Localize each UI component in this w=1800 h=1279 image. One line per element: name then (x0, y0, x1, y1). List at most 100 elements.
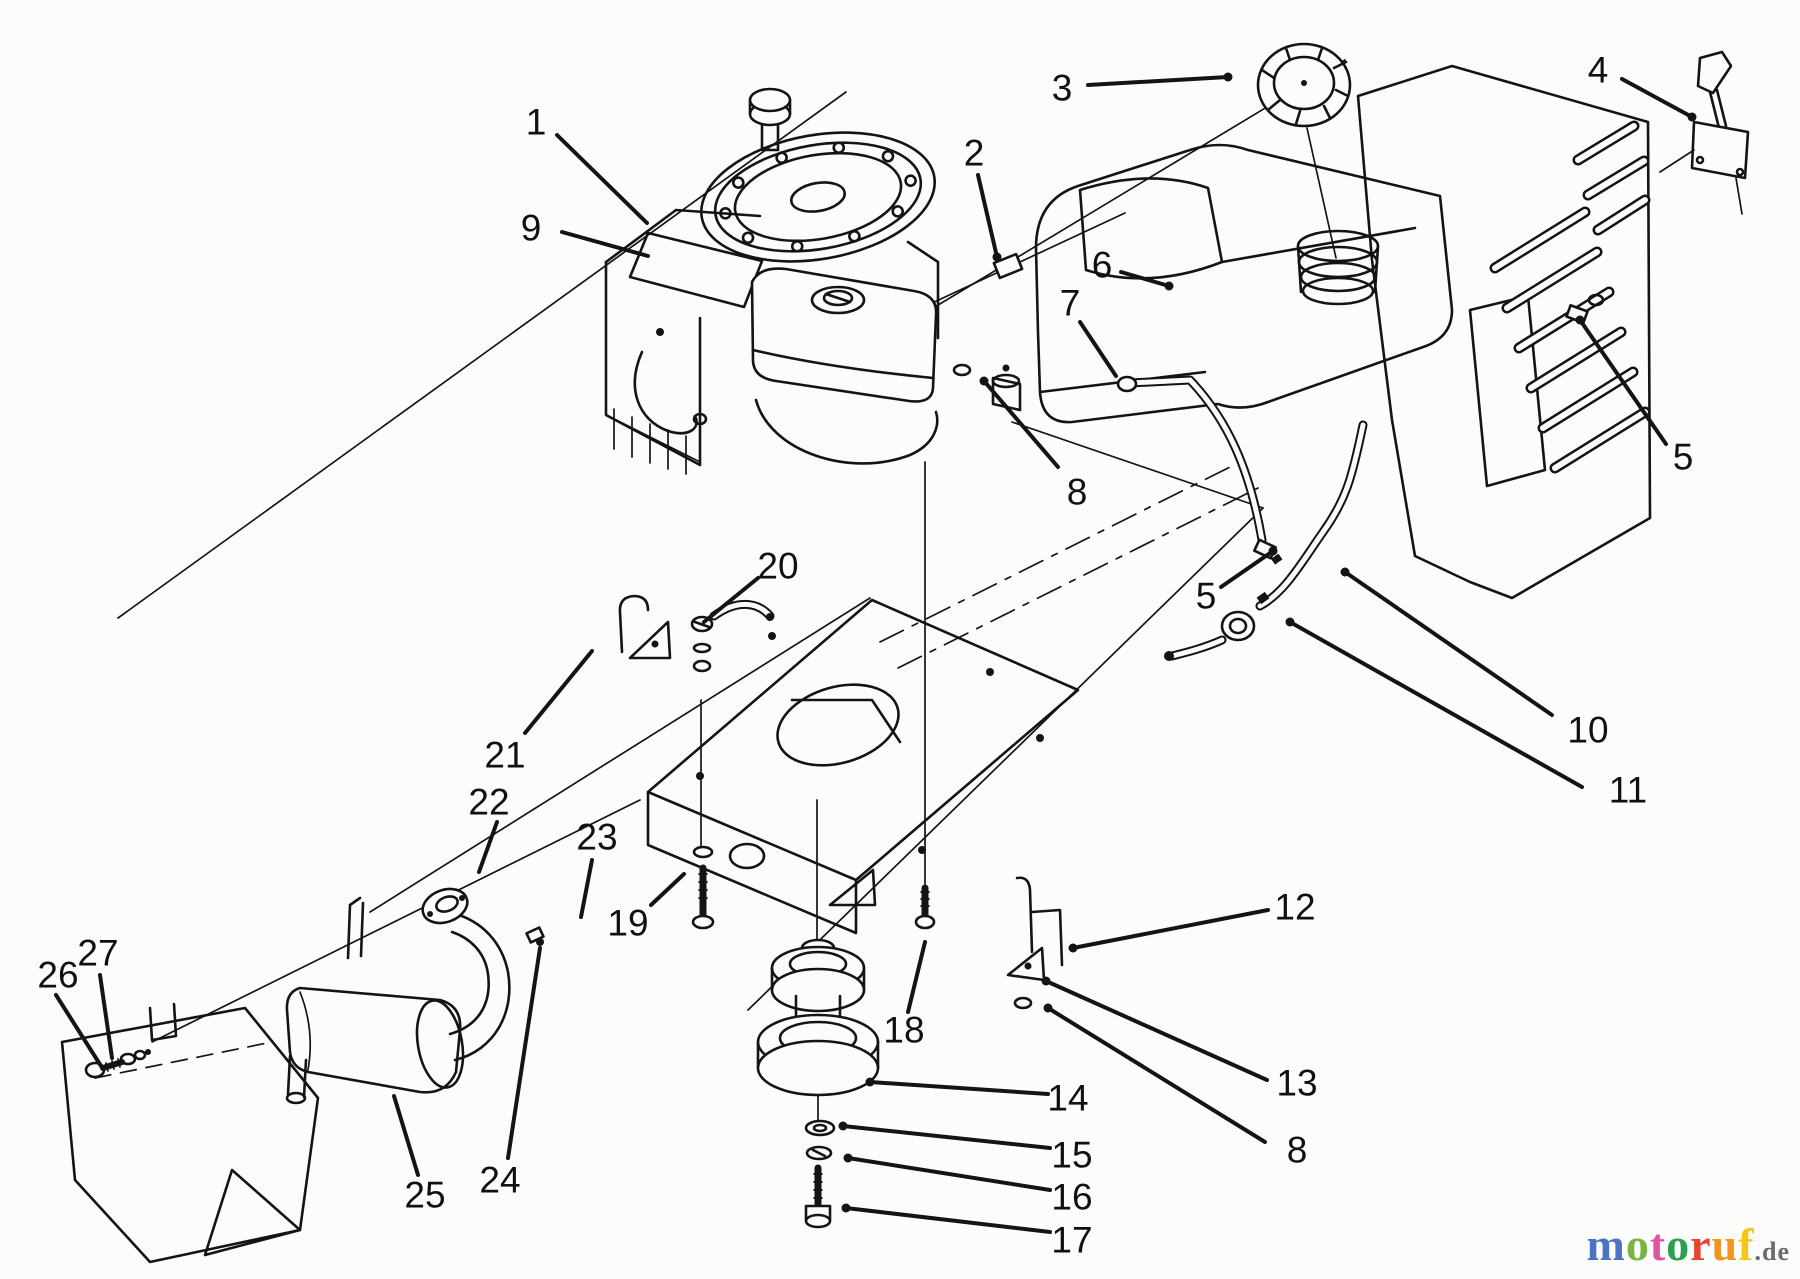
flywheel-bolt-holes (719, 141, 917, 253)
watermark-logo[interactable]: motoruf.de (1587, 1222, 1791, 1268)
callout-leader-25 (392, 1094, 420, 1177)
watermark-letter: m (1586, 1219, 1626, 1270)
callout-label-8a: 8 (1067, 472, 1088, 513)
callout-label-13: 13 (1276, 1063, 1317, 1104)
throttle-lever (1659, 50, 1750, 215)
bolt-19 (691, 845, 715, 930)
fuel-fitting-2 (992, 252, 1024, 280)
callout-leader-18 (906, 940, 927, 1014)
callout-label-19: 19 (607, 903, 648, 944)
callout-dot-14 (865, 1077, 875, 1087)
callout-label-6: 6 (1092, 245, 1113, 286)
callout-leader-1 (555, 133, 649, 225)
tank-filler-neck (1296, 229, 1380, 306)
engine-cooling-fins (605, 408, 701, 475)
engine-mounting-plate (646, 461, 1080, 941)
inline-fuel-filter (1220, 610, 1256, 642)
callout-leader-16 (846, 1156, 1052, 1192)
callout-label-25: 25 (404, 1175, 445, 1216)
watermark-suffix: .de (1754, 1237, 1790, 1266)
fuel-tank (1034, 143, 1454, 424)
callout-leader-8a (982, 379, 1060, 469)
callout-leader-6 (1119, 270, 1171, 288)
callout-leader-19 (649, 872, 686, 907)
watermark-letter: u (1711, 1219, 1739, 1270)
callout-leader-5a (1219, 549, 1275, 589)
callout-leader-5b (1578, 318, 1668, 446)
engine-mount-boss (952, 363, 1022, 412)
callout-dot-4 (1687, 112, 1697, 122)
callout-label-2: 2 (964, 133, 985, 174)
callout-leader-7 (1078, 320, 1118, 378)
exhaust-elbow-pipe (448, 912, 511, 1062)
callout-label-5b: 5 (1673, 437, 1694, 478)
callout-leader-8b (1046, 1006, 1267, 1144)
watermark-letter: f (1738, 1219, 1755, 1270)
callout-leader-4 (1620, 77, 1694, 119)
callout-label-14: 14 (1047, 1078, 1088, 1119)
callout-label-11: 11 (1609, 770, 1647, 811)
callout-label-10: 10 (1567, 710, 1608, 751)
callout-dot-13 (1041, 976, 1051, 986)
hook-bracket-21 (618, 594, 672, 660)
callout-dot-11 (1285, 617, 1295, 627)
callout-label-21: 21 (484, 735, 525, 776)
callout-leader-9 (560, 230, 650, 258)
nut-13 (1013, 996, 1033, 1010)
engine-flywheel (699, 131, 937, 263)
callout-label-27: 27 (77, 933, 118, 974)
callout-label-23: 23 (576, 817, 617, 858)
callout-dot-2 (992, 252, 1002, 262)
callout-label-16: 16 (1051, 1177, 1092, 1218)
callout-leader-15 (841, 1124, 1052, 1150)
bolt-dot (656, 328, 664, 336)
engine-label-decal (628, 231, 764, 309)
callout-label-18: 18 (883, 1010, 924, 1051)
fuel-hose-filter (1164, 420, 1368, 661)
callout-label-15: 15 (1051, 1135, 1092, 1176)
callout-leader-11 (1288, 620, 1584, 789)
callout-label-8b: 8 (1287, 1130, 1308, 1171)
callout-dot-5a (1268, 546, 1278, 556)
bolt-17 (804, 1164, 832, 1229)
washer-15 (804, 1119, 836, 1137)
callout-label-26: 26 (37, 955, 78, 996)
callout-label-7: 7 (1060, 283, 1081, 324)
callout-label-1: 1 (526, 102, 547, 143)
callout-leader-23 (579, 858, 594, 919)
callout-label-17: 17 (1051, 1220, 1092, 1261)
muffler-hanger-strap (346, 896, 365, 960)
engine-side-tank (750, 267, 938, 403)
fuel-cap-knurls (1260, 46, 1350, 126)
callout-dot-5b (1575, 315, 1585, 325)
callout-leader-13 (1044, 979, 1269, 1082)
callout-leader-2 (976, 173, 999, 259)
watermark-letter: o (1625, 1219, 1650, 1270)
callout-leader-26 (54, 993, 103, 1068)
fuel-cap (1256, 42, 1352, 259)
dash-panel (1356, 64, 1652, 600)
callout-leader-17 (844, 1206, 1052, 1234)
callout-dot-6 (1164, 281, 1174, 291)
callout-leader-14 (868, 1080, 1050, 1096)
hook-bracket-12 (1006, 876, 1064, 1010)
clamp-bolt-24 (525, 926, 545, 946)
callout-leader-24 (506, 946, 542, 1160)
heat-shield (60, 1002, 320, 1264)
callout-label-24: 24 (479, 1160, 520, 1201)
exhaust-flange-gasket-22 (421, 887, 469, 925)
dash-vent-slots (1489, 120, 1651, 474)
fuel-line-rigid (1116, 375, 1277, 560)
callout-leader-20 (702, 576, 760, 624)
callout-dot-15 (838, 1121, 848, 1131)
callout-label-3: 3 (1052, 68, 1073, 109)
callout-leader-10 (1343, 570, 1554, 717)
muffler-assembly (285, 887, 545, 1105)
callout-label-20: 20 (757, 546, 798, 587)
callout-dot-10 (1340, 567, 1350, 577)
callout-leader-22 (477, 820, 499, 874)
watermark-letter: r (1690, 1219, 1712, 1270)
callout-label-4: 4 (1588, 50, 1609, 91)
callout-dot-12 (1068, 943, 1078, 953)
